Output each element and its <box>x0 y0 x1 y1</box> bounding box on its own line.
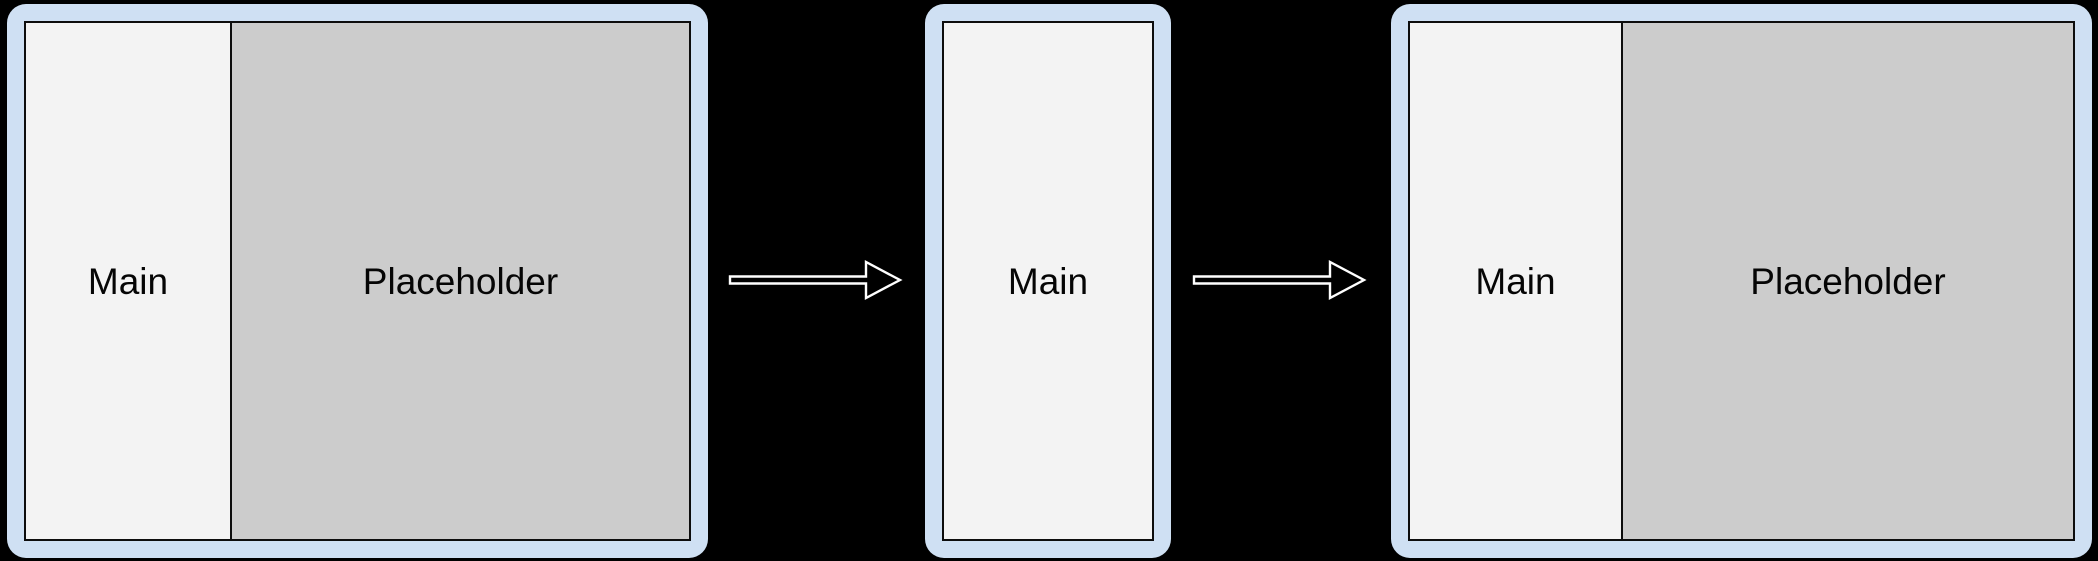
region-main[interactable]: Main <box>944 23 1152 539</box>
panel-inner: Main <box>942 21 1154 541</box>
panel-inner: Main Placeholder <box>24 21 691 541</box>
transition-arrow-right-2 <box>1192 252 1368 308</box>
panel-narrow-layout[interactable]: Main <box>925 4 1171 558</box>
region-label-main: Main <box>1475 260 1556 302</box>
region-main[interactable]: Main <box>1410 23 1621 539</box>
region-label-main: Main <box>1007 260 1089 302</box>
panel-wide-layout-before[interactable]: Main Placeholder <box>7 4 708 558</box>
region-label-placeholder: Placeholder <box>362 260 559 302</box>
region-placeholder[interactable]: Placeholder <box>230 23 689 539</box>
region-placeholder[interactable]: Placeholder <box>1621 23 2073 539</box>
region-label-main: Main <box>87 260 169 302</box>
region-main[interactable]: Main <box>26 23 230 539</box>
panel-wide-layout-after[interactable]: Main Placeholder <box>1391 4 2092 558</box>
transition-arrow-right-1 <box>728 252 904 308</box>
panel-inner: Main Placeholder <box>1408 21 2075 541</box>
region-label-placeholder: Placeholder <box>1750 260 1946 302</box>
